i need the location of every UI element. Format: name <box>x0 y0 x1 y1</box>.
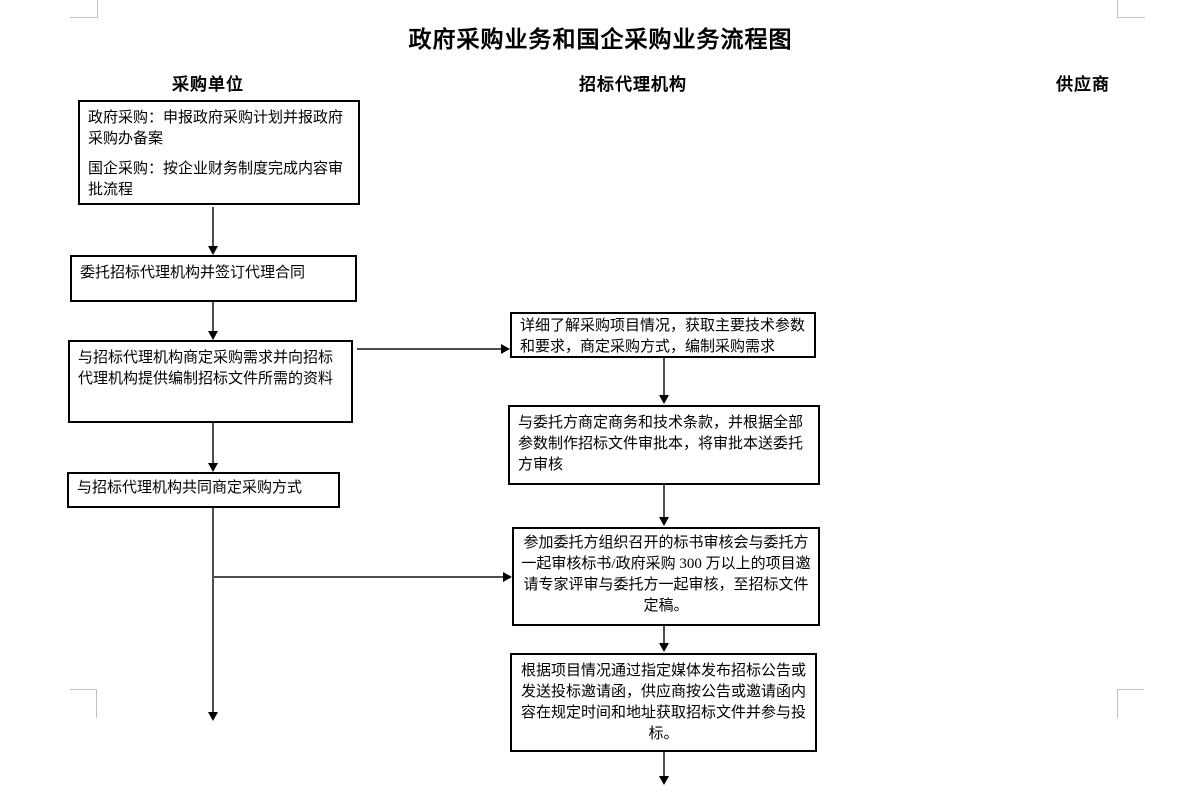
connector-l4-down <box>212 508 214 713</box>
arrow-down-icon <box>659 395 669 404</box>
arrow-down-icon <box>659 643 669 652</box>
flow-box-review-bid-document: 参加委托方组织召开的标书审核会与委托方一起审核标书/政府采购 300 万以上的项… <box>512 527 820 626</box>
arrow-down-icon <box>208 246 218 255</box>
arrow-down-icon <box>659 517 669 526</box>
column-header-supplier: 供应商 <box>1056 75 1110 94</box>
flow-box-entrust-agency: 委托招标代理机构并签订代理合同 <box>70 255 357 302</box>
connector-l3-m1 <box>357 348 501 350</box>
flow-box-draft-bid-document: 与委托方商定商务和技术条款，并根据全部参数制作招标文件审批本，将审批本送委托方审… <box>508 405 820 485</box>
connector-m1-m2 <box>663 358 665 396</box>
arrow-right-icon <box>503 572 512 582</box>
connector-l3-l4 <box>212 423 214 463</box>
flow-box-declare-plan: 政府采购：申报政府采购计划并报政府采购办备案 国企采购：按企业财务制度完成内容审… <box>78 100 360 205</box>
page-title: 政府采购业务和国企采购业务流程图 <box>408 27 793 52</box>
connector-l1-l2 <box>212 207 214 247</box>
page-margin-mark-bottom-left <box>70 689 97 718</box>
page-margin-mark-bottom-right <box>1117 689 1144 718</box>
arrow-down-icon <box>208 331 218 340</box>
arrow-down-icon <box>208 712 218 721</box>
connector-m4-down <box>663 752 665 777</box>
page-margin-mark-top-left <box>70 0 98 18</box>
connector-m2-m3 <box>663 485 665 518</box>
connector-l2-l3 <box>212 302 214 331</box>
connector-l4-m3 <box>213 576 503 578</box>
column-header-agency: 招标代理机构 <box>579 75 687 94</box>
flow-box-declare-plan-gov-text: 政府采购：申报政府采购计划并报政府采购办备案 <box>88 110 344 147</box>
flow-box-publish-announcement: 根据项目情况通过指定媒体发布招标公告或发送投标邀请函，供应商按公告或邀请函内容在… <box>510 653 817 752</box>
flow-box-declare-plan-soe-text: 国企采购：按企业财务制度完成内容审批流程 <box>88 161 344 198</box>
arrow-right-icon <box>501 344 510 354</box>
connector-m3-m4 <box>663 626 665 644</box>
flow-box-understand-project: 详细了解采购项目情况，获取主要技术参数和要求，商定采购方式，编制采购需求 <box>510 312 816 358</box>
column-header-purchaser: 采购单位 <box>172 75 244 94</box>
arrow-down-icon <box>208 463 218 472</box>
flow-box-agree-method: 与招标代理机构共同商定采购方式 <box>67 472 340 508</box>
arrow-down-icon <box>659 776 669 785</box>
page-margin-mark-top-right <box>1117 0 1145 18</box>
flow-box-agree-requirements: 与招标代理机构商定采购需求并向招标代理机构提供编制招标文件所需的资料 <box>68 340 353 423</box>
